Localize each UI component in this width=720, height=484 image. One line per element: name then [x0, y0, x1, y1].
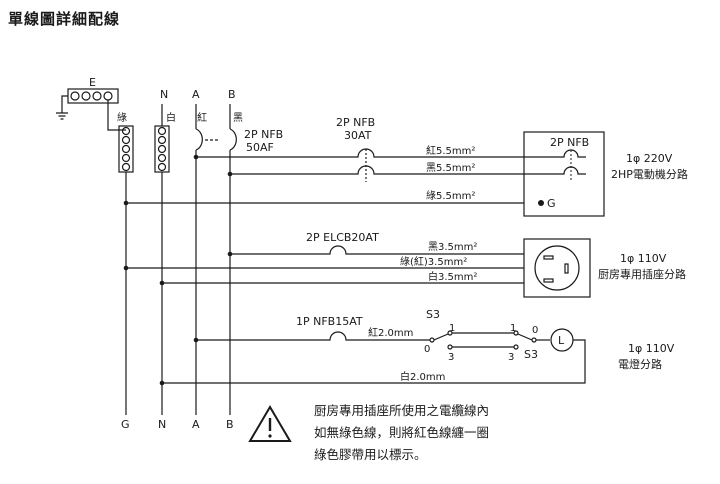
c220-ground-terminal [538, 200, 544, 206]
c110socket-load-voltage: 1φ 110V [620, 252, 667, 265]
c110socket-label-green: 綠(紅)3.5mm² [400, 256, 467, 268]
caution-note: 厨房專用插座所使用之電纜線內 如無綠色線，則將紅色線纏一圈 綠色膠帶用以標示。 [314, 400, 489, 466]
caution-line-2: 如無綠色線，則將紅色線纏一圈 [314, 425, 490, 440]
color-label-red: 紅 [197, 112, 207, 124]
main-breaker-name: 2P NFB [244, 128, 283, 141]
sw-left-num-0: 0 [424, 344, 430, 355]
c110socket-load-name: 厨房專用插座分路 [598, 267, 686, 281]
earth-ground-icon [56, 95, 68, 120]
caution-line-3: 綠色膠帶用以標示。 [314, 447, 427, 462]
bus-label-a-top: A [192, 88, 200, 101]
socket-outlet-icon [534, 245, 580, 291]
c110socket-outlet-box [523, 238, 591, 298]
sw-left-num-3: 3 [448, 352, 454, 363]
bus-label-n-top: N [160, 88, 168, 101]
bus-label-g-bottom: G [121, 418, 130, 431]
c110light-switch-left: S3 [426, 308, 440, 321]
c110light-traveler-wires [452, 332, 514, 348]
c220-terminal-label: G [547, 197, 556, 210]
c220-wire-black [230, 165, 524, 175]
c110light-label-white: 白2.0mm [400, 370, 445, 383]
c110socket-breaker-name: 2P ELCB20AT [306, 231, 379, 244]
bus-label-b-top: B [228, 88, 236, 101]
lamp-icon: L [550, 328, 574, 352]
c220-breaker-name: 2P NFB [336, 116, 375, 129]
warning-icon [248, 405, 292, 442]
ground-wire [107, 100, 126, 131]
color-label-black: 黑 [233, 112, 243, 124]
caution-line-1: 厨房專用插座所使用之電纜線內 [314, 403, 490, 418]
color-label-green: 綠 [117, 112, 127, 124]
bus-label-n-bottom: N [158, 418, 166, 431]
three-way-switch-left [429, 330, 453, 350]
c110light-wire-white [162, 339, 586, 384]
c110light-label-red: 紅2.0mm [368, 327, 413, 339]
c220-label-red: 紅5.5mm² [426, 145, 475, 157]
c220-box-title: 2P NFB [550, 136, 589, 149]
bus-label-b-bottom: B [226, 418, 234, 431]
terminal-block-g [118, 125, 134, 173]
c220-label-black: 黑5.5mm² [426, 162, 475, 174]
sw-left-num-1: 1 [449, 323, 455, 334]
main-breaker-rating: 50AF [246, 141, 274, 154]
lamp-label: L [558, 334, 565, 347]
c220-label-green: 綠5.5mm² [426, 190, 475, 202]
c220-load-name: 2HP電動機分路 [611, 167, 688, 181]
c220-breaker-rating: 30AT [344, 129, 372, 142]
page-title: 單線圖詳細配線 [8, 10, 121, 28]
terminal-block-n [154, 125, 170, 173]
ground-bus-label: E [89, 76, 96, 89]
bus-label-a-bottom: A [192, 418, 200, 431]
c110light-load-name: 電燈分路 [618, 357, 662, 371]
sw-right-num-3: 3 [508, 352, 514, 363]
sw-right-num-1: 1 [510, 323, 516, 334]
sw-right-num-0: 0 [532, 325, 538, 336]
c110socket-label-white: 白3.5mm² [428, 270, 477, 283]
main-breaker-symbol [195, 128, 237, 151]
c110light-wire-red [196, 331, 430, 341]
c110socket-wire-black [230, 245, 524, 255]
c110light-breaker-name: 1P NFB15AT [296, 315, 363, 328]
c110light-load-voltage: 1φ 110V [628, 342, 675, 355]
c220-load-voltage: 1φ 220V [626, 152, 673, 165]
c110light-switch-right: S3 [524, 348, 538, 361]
c110socket-label-black: 黑3.5mm² [428, 241, 477, 253]
ground-bus-screws [70, 91, 113, 101]
color-label-white: 白 [166, 111, 176, 124]
